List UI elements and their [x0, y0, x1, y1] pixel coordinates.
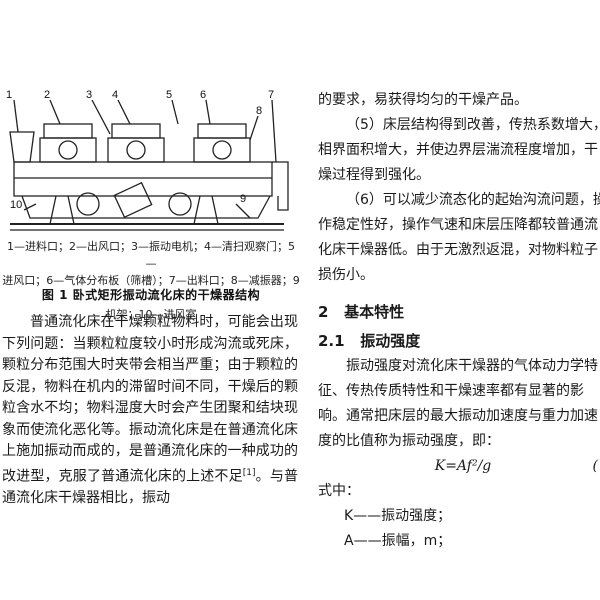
definition-a: A——振幅，m； [344, 533, 452, 549]
section-title: 基本特性 [344, 303, 405, 321]
subsection-heading: 2.1 振动强度 [318, 329, 600, 354]
equipment-figure: 1 2 3 4 5 6 7 8 9 10 [0, 84, 302, 268]
definition-k: K——振动强度； [344, 508, 452, 524]
label-5: 5 [166, 89, 172, 101]
legend-line: 1—进料口；2—出风口；3—振动电机；4—清扫观察门；5— [7, 240, 295, 270]
figure-title: 图 1 卧式矩形振动流化床的干燥器结构 [41, 288, 261, 302]
legend-line: 进风口；6—气体分布板（筛槽）；7—出料口；8—减振器；9— [2, 274, 300, 304]
label-7: 7 [268, 89, 274, 101]
label-4: 4 [112, 89, 118, 101]
equation-number: ( [592, 458, 598, 474]
right-column: 的要求，易获得均匀的干燥产品。 （5）床层结构得到改善，传热系数增大，相界面积增… [318, 88, 600, 554]
formula: K=Af²/g [434, 458, 492, 474]
label-2: 2 [44, 89, 50, 101]
paragraph-tail: 。与普通流化床干燥器相比，振动 [2, 468, 299, 506]
dryer-body [13, 161, 273, 197]
label-3: 3 [86, 89, 92, 101]
label-8: 8 [256, 105, 262, 117]
left-column: 普通流化床在干燥颗粒物料时，可能会出现下列问题：当颗粒粒度较小时形成沟流或死床，… [2, 312, 298, 509]
paragraph-text: 普通流化床在干燥颗粒物料时，可能会出现下列问题：当颗粒粒度较小时形成沟流或死床，… [2, 314, 298, 485]
citation: [1] [242, 467, 256, 478]
feed-inlet-shape [9, 131, 35, 163]
item-5: （5）床层结构得到改善，传热系数增大，相界面积增大，并使边界层湍流程度增加，干燥… [318, 117, 600, 183]
discharge-outlet-shape [272, 161, 289, 211]
continued-line: 的要求，易获得均匀的干燥产品。 [318, 92, 528, 108]
intensity-tail: 。通常把床层的最大振动加速度与重力加速度的比值称为振动强度，即： [318, 408, 598, 449]
intensity-text: 振动强度对流化床干燥器的气体动力学特征、传热传质特性和干燥速率都有显著的影响 [318, 358, 598, 424]
label-1: 1 [6, 89, 12, 101]
label-10: 10 [10, 199, 22, 211]
item-6: （6）可以减少流态化的起始沟流问题，操作稳定性好，操作气速和床层压降都较普通流化… [318, 192, 600, 283]
body-paragraph: 普通流化床在干燥颗粒物料时，可能会出现下列问题：当颗粒粒度较小时形成沟流或死床，… [2, 312, 298, 509]
figure-legend: 1—进料口；2—出风口；3—振动电机；4—清扫观察门；5— 进风口；6—气体分布… [2, 238, 300, 323]
legend-line: 机架；10—进风室 [105, 308, 197, 321]
section-number: 2 [318, 303, 329, 321]
subsection-title: 振动强度 [360, 332, 421, 350]
subsection-number: 2.1 [318, 332, 345, 350]
formula-line: K=Af²/g ( [318, 454, 600, 479]
section-heading: 2 基本特性 [318, 300, 600, 325]
dryer-diagram: 1 2 3 4 5 6 7 8 9 10 [6, 89, 289, 231]
where-label: 式中： [318, 483, 360, 499]
label-6: 6 [200, 89, 206, 101]
intensity-paragraph: 振动强度对流化床干燥器的气体动力学特征、传热传质特性和干燥速率都有显著的影响。通… [318, 354, 600, 454]
label-9: 9 [240, 193, 246, 205]
